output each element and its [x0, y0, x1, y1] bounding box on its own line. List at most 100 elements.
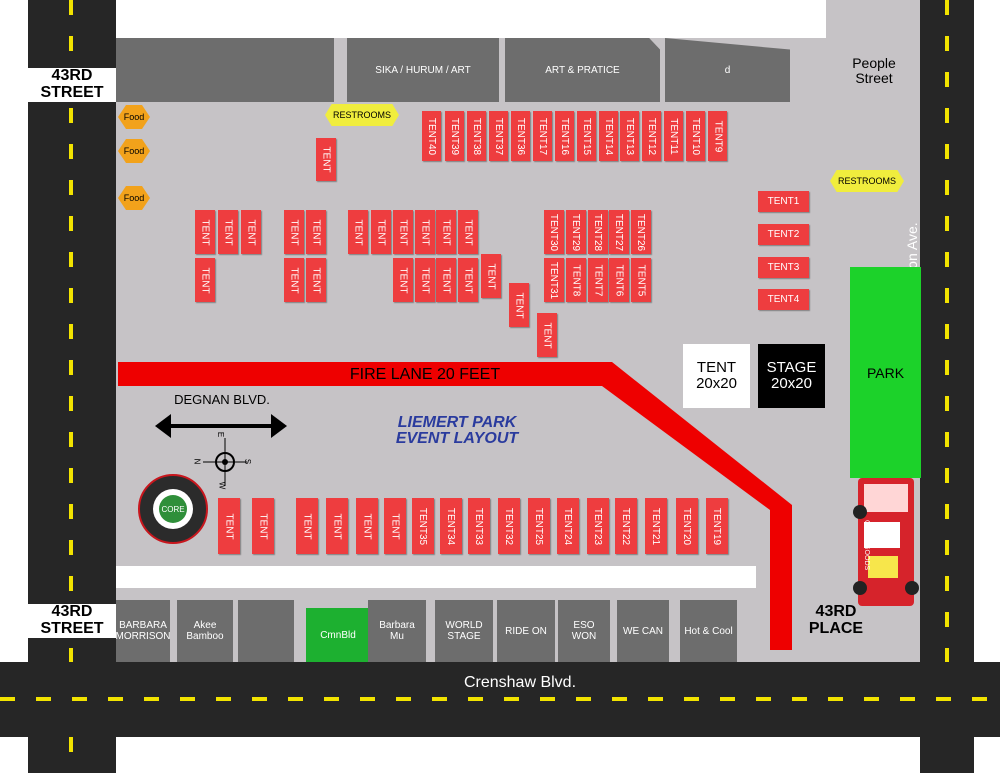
tent-top-2[interactable]: TENT39	[445, 111, 464, 161]
compass-n: N	[192, 458, 202, 465]
tent-mid-16[interactable]: TENT	[415, 258, 435, 302]
tent-top-1[interactable]: TENT40	[422, 111, 441, 161]
tent-bottom-17[interactable]: TENT19	[706, 498, 728, 554]
shop-6[interactable]: WORLD STAGE	[435, 600, 493, 662]
big-tent-20x20[interactable]: TENT 20x20	[683, 344, 750, 408]
tent-mid-9[interactable]: TENT	[348, 210, 368, 254]
tent-mid-13[interactable]: TENT	[436, 210, 456, 254]
tent-top-10[interactable]: TENT13	[620, 111, 639, 161]
tent-mid-1[interactable]: TENT	[195, 210, 215, 254]
tent-top-8[interactable]: TENT15	[577, 111, 596, 161]
tent-4[interactable]: TENT4	[758, 289, 809, 310]
lot-bottom-left-white	[0, 0, 28, 662]
tent-mid-20[interactable]: TENT	[509, 283, 529, 327]
tent-mid-12[interactable]: TENT	[415, 210, 435, 254]
tent-bottom-11[interactable]: TENT25	[528, 498, 550, 554]
tent-bottom-13[interactable]: TENT23	[587, 498, 609, 554]
fire-lane-label: FIRE LANE 20 FEET	[349, 366, 501, 383]
tent-mid-5[interactable]: TENT	[284, 210, 304, 254]
tent-bottom-6[interactable]: TENT	[384, 498, 406, 554]
tent-mid-15[interactable]: TENT	[393, 258, 413, 302]
shop-1[interactable]: BARBARA MORRISON	[116, 600, 171, 662]
tent-mid-8[interactable]: TENT	[306, 258, 326, 302]
tent-bottom-9[interactable]: TENT33	[468, 498, 490, 554]
food-label: Food	[123, 112, 145, 122]
label-43rd-street-bottom: 43RD STREET	[28, 603, 116, 638]
lower-lot-left	[116, 737, 920, 773]
tent-top-3[interactable]: TENT38	[467, 111, 486, 161]
tent-top-13[interactable]: TENT10	[686, 111, 705, 161]
compass-s: S	[243, 458, 253, 465]
tent-mid-21[interactable]: TENT	[537, 313, 557, 357]
tent-top-11[interactable]: TENT12	[642, 111, 661, 161]
tent-mid-10[interactable]: TENT	[371, 210, 391, 254]
tent-mid-single[interactable]: TENT	[316, 138, 336, 181]
stripe-west	[69, 0, 73, 662]
restrooms-right[interactable]: RESTROOMS	[830, 170, 904, 192]
tent-mid-numbered-7[interactable]: TENT8	[566, 258, 586, 302]
event-title-line1: LIEMERT PARK	[397, 414, 517, 431]
shop-4[interactable]: CmnBld	[306, 608, 370, 662]
tent-mid-2[interactable]: TENT	[218, 210, 238, 254]
tent-mid-14[interactable]: TENT	[458, 210, 478, 254]
stripe-west-lower	[69, 737, 73, 773]
tent-mid-numbered-8[interactable]: TENT7	[588, 258, 608, 302]
label-people-street: People Street	[852, 55, 896, 86]
tent-bottom-10[interactable]: TENT32	[498, 498, 520, 554]
tent-mid-numbered-10[interactable]: TENT5	[631, 258, 651, 302]
tent-mid-18[interactable]: TENT	[458, 258, 478, 302]
tent-bottom-2[interactable]: TENT	[252, 498, 274, 554]
tent-mid-11[interactable]: TENT	[393, 210, 413, 254]
tent-bottom-14[interactable]: TENT22	[615, 498, 637, 554]
tent-3[interactable]: TENT3	[758, 257, 809, 278]
tent-mid-numbered-3[interactable]: TENT28	[588, 210, 608, 254]
compass-e: E	[216, 431, 226, 438]
tent-top-6[interactable]: TENT17	[533, 111, 552, 161]
compass-icon	[203, 438, 247, 486]
tent-mid-numbered-4[interactable]: TENT27	[609, 210, 629, 254]
tent-top-5[interactable]: TENT36	[511, 111, 530, 161]
tent-bottom-15[interactable]: TENT21	[645, 498, 667, 554]
tent-bottom-8[interactable]: TENT34	[440, 498, 462, 554]
shop-9[interactable]: WE CAN	[617, 600, 669, 662]
tent-bottom-12[interactable]: TENT24	[557, 498, 579, 554]
tent-mid-numbered-9[interactable]: TENT6	[609, 258, 629, 302]
shop-8[interactable]: ESO WON	[558, 600, 610, 662]
tent-top-12[interactable]: TENT11	[664, 111, 683, 161]
tent-top-9[interactable]: TENT14	[599, 111, 618, 161]
shop-3[interactable]	[238, 600, 294, 662]
tent-mid-17[interactable]: TENT	[436, 258, 456, 302]
shop-5[interactable]: Barbara Mu	[368, 600, 426, 662]
tent-label: TENT25	[533, 507, 545, 545]
tent-mid-numbered-1[interactable]: TENT30	[544, 210, 564, 254]
tent-mid-numbered-5[interactable]: TENT26	[631, 210, 651, 254]
tent-bottom-16[interactable]: TENT20	[676, 498, 698, 554]
tent-bottom-5[interactable]: TENT	[356, 498, 378, 554]
food-label: Food	[123, 146, 145, 156]
tent-top-4[interactable]: TENT37	[489, 111, 508, 161]
stage-20x20[interactable]: STAGE 20x20	[758, 344, 825, 408]
restrooms-top[interactable]: RESTROOMS	[325, 104, 399, 126]
tent-mid-numbered-2[interactable]: TENT29	[566, 210, 586, 254]
tent-bottom-4[interactable]: TENT	[326, 498, 348, 554]
tent-mid-4[interactable]: TENT	[195, 258, 215, 302]
tent-mid-numbered-6[interactable]: TENT31	[544, 258, 564, 302]
tent-bottom-3[interactable]: TENT	[296, 498, 318, 554]
tent-mid-19[interactable]: TENT	[481, 254, 501, 298]
shop-2[interactable]: Akee Bamboo	[177, 600, 233, 662]
tent-mid-6[interactable]: TENT	[306, 210, 326, 254]
tent-mid-7[interactable]: TENT	[284, 258, 304, 302]
tent-2[interactable]: TENT2	[758, 224, 809, 245]
tent-top-14[interactable]: TENT9	[708, 111, 727, 161]
tent-mid-3[interactable]: TENT	[241, 210, 261, 254]
tent-bottom-7[interactable]: TENT35	[412, 498, 434, 554]
tent-bottom-1[interactable]: TENT	[218, 498, 240, 554]
label-crenshaw: Crenshaw Blvd.	[463, 674, 577, 691]
building-label: ART & PRATICE	[545, 64, 620, 76]
fire-truck-text: ODD & GOODS	[863, 520, 870, 571]
tent-top-7[interactable]: TENT16	[555, 111, 574, 161]
shop-7[interactable]: RIDE ON	[497, 600, 555, 662]
park[interactable]: PARK	[850, 267, 921, 478]
tent-1[interactable]: TENT1	[758, 191, 809, 212]
shop-10[interactable]: Hot & Cool	[680, 600, 737, 662]
